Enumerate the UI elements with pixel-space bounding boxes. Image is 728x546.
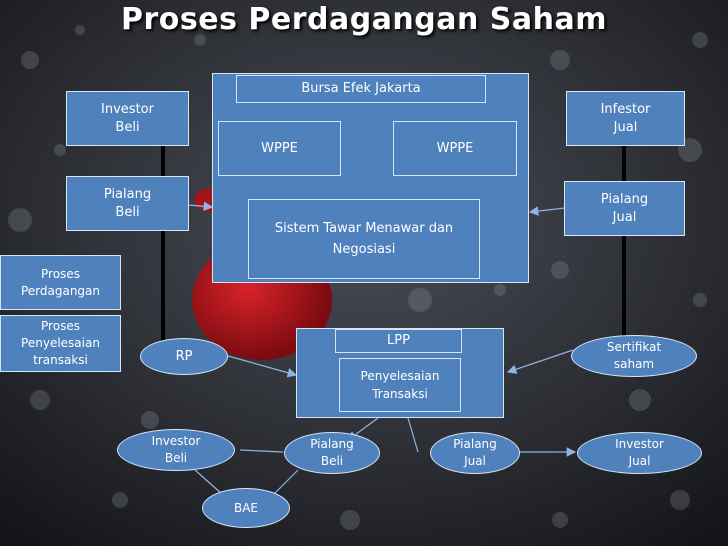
pialang-jual-box: Pialang Jual [564,181,685,236]
bursa-efek-header: Bursa Efek Jakarta [236,75,486,103]
investor-beli-box: Investor Beli [66,91,189,146]
rp-ellipse: RP [140,338,228,375]
pialang-beli-box: Pialang Beli [66,176,189,231]
infestor-jual-box: Infestor Jual [566,91,685,146]
proses-penyelesaian-label: Proses Penyelesaian transaksi [0,315,121,372]
lpp-label: LPP [335,329,462,353]
wppe-left: WPPE [218,121,341,176]
investor-jual-ellipse: Investor Jual [577,432,702,474]
wppe-right: WPPE [393,121,517,176]
sistem-tawar-menawar: Sistem Tawar Menawar dan Negosiasi [248,199,480,279]
pialang-beli-ellipse: Pialang Beli [284,432,380,474]
proses-perdagangan-label: Proses Perdagangan [0,255,121,310]
sertifikat-saham-ellipse: Sertifikat saham [571,335,697,377]
page-title: Proses Perdagangan Saham [120,2,608,37]
bae-ellipse: BAE [202,488,290,528]
penyelesaian-transaksi-box: Penyelesaian Transaksi [339,358,461,412]
investor-beli-ellipse: Investor Beli [117,429,235,471]
pialang-jual-ellipse: Pialang Jual [430,432,520,474]
